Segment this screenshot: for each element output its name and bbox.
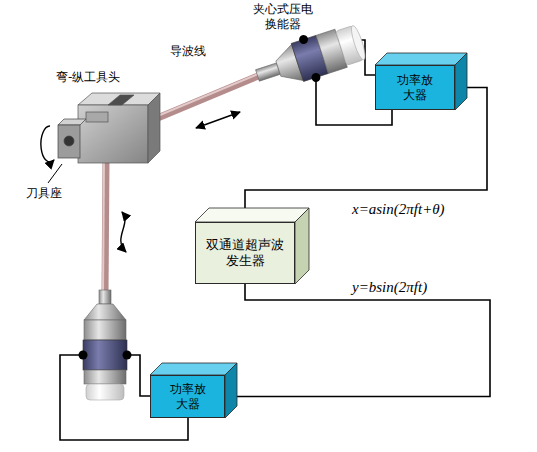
motion-arrow [121,212,126,252]
box-top-face [375,53,467,65]
amplifier-box: 功率放 大器 [375,65,455,110]
box-side-face [455,53,467,110]
transducer [99,290,111,304]
transducer [83,340,127,370]
waveguide [103,160,104,294]
tool-head [148,93,160,163]
box-label: 功率放 大器 [395,73,435,103]
transducer [298,34,309,45]
transducer [84,320,126,340]
part-label: 夹心式压电 换能器 [250,2,316,32]
transducer [79,351,88,360]
part-label: 导波线 [170,44,206,59]
box-top-face [150,363,237,375]
motion-arrow [196,112,240,128]
tool-head [86,112,108,122]
part-label: 刀具座 [26,186,62,201]
tool-head [78,93,160,163]
tool-head [78,93,160,105]
box-side-face [225,363,237,418]
transducer [84,304,126,320]
generator-box: 双通道超声波 发生器 [195,222,295,284]
motion-arrow [41,126,54,162]
transducer [86,384,124,400]
tool-holder [58,119,86,158]
wire [127,355,150,396]
part-label: 弯-纵工具头 [56,70,120,85]
signal-wire [225,284,490,397]
transducer [310,72,321,83]
tool-holder [58,125,80,158]
signal-formula: y=bsin(2πft) [350,278,429,296]
box-label: 双通道超声波 发生器 [204,237,286,270]
leader-line [48,164,62,183]
amplifier-box: 功率放 大器 [150,375,225,418]
waveguide [148,74,258,120]
tool-holder [58,119,86,125]
box-faces [150,53,467,418]
tool-holder [64,136,74,146]
box-label: 功率放 大器 [168,382,208,412]
signal-formula: x=asin(2πft+θ) [350,200,447,218]
wire [60,40,392,440]
transducer [349,24,368,61]
box-side-face [295,208,309,284]
transducer [123,351,132,360]
tool-head [108,95,134,105]
box-top-face [195,208,309,222]
tool-head [78,105,148,163]
transducer [79,290,132,400]
waveguide [105,160,106,294]
transducer [256,63,281,81]
waveguide [148,76,258,122]
transducer [84,370,126,384]
